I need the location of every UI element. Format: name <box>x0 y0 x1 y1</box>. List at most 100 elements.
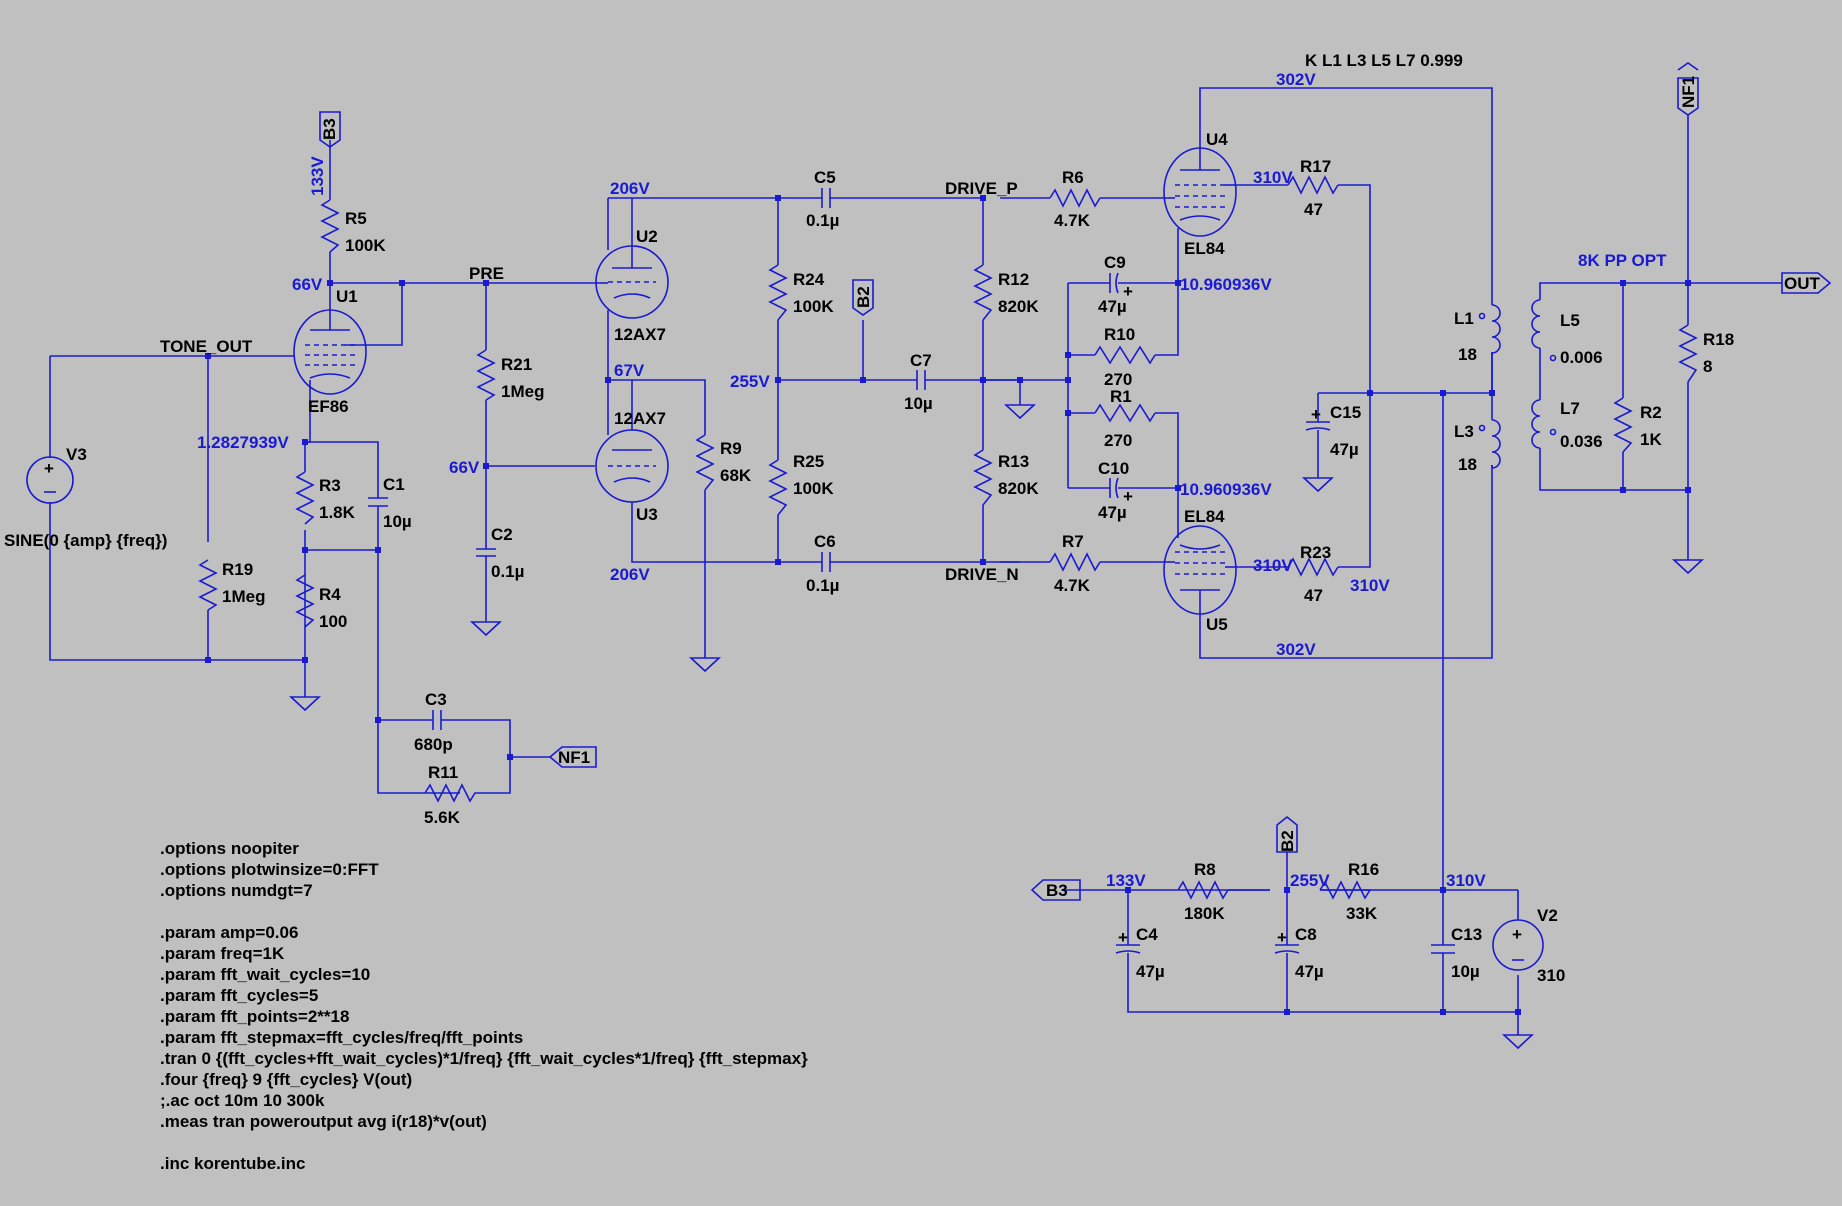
svg-text:R13: R13 <box>998 452 1029 471</box>
port-b3-top[interactable]: B3 <box>319 111 341 148</box>
svg-text:100K: 100K <box>793 479 834 498</box>
svg-text:C9: C9 <box>1104 253 1126 272</box>
svg-text:C8: C8 <box>1295 925 1317 944</box>
svg-text:47µ: 47µ <box>1295 962 1324 981</box>
svg-text:V2: V2 <box>1537 906 1558 925</box>
component-labels: R5 100K U1 EF86 R3 1.8K C1 10µ R4 100 R1… <box>4 130 1734 985</box>
port-b2-psu[interactable]: B2 <box>1276 815 1298 853</box>
ground-symbol <box>1003 404 1037 420</box>
ground-symbol <box>469 621 503 637</box>
resistor-R23 <box>1287 557 1339 577</box>
svg-text:B3: B3 <box>1046 881 1068 900</box>
svg-text:4.7K: 4.7K <box>1054 211 1091 230</box>
svg-text:+: + <box>44 459 54 478</box>
resistor-R1 <box>1094 403 1156 423</box>
svg-text:R5: R5 <box>345 209 367 228</box>
svg-text:8: 8 <box>1703 357 1712 376</box>
tube-U3 <box>595 380 669 506</box>
svg-text:C3: C3 <box>425 690 447 709</box>
resistor-R5 <box>320 199 340 253</box>
svg-text:R25: R25 <box>793 452 824 471</box>
spice-directives[interactable]: .options noopiter .options plotwinsize=0… <box>160 839 808 1173</box>
svg-text:C6: C6 <box>814 532 836 551</box>
ground-symbol <box>688 657 722 673</box>
svg-text:47µ: 47µ <box>1330 440 1359 459</box>
svg-text:67V: 67V <box>614 361 645 380</box>
resistor-R6 <box>1049 188 1101 208</box>
svg-text:10µ: 10µ <box>1451 962 1480 981</box>
svg-text:310V: 310V <box>1446 871 1486 890</box>
svg-text:0.036: 0.036 <box>1560 432 1603 451</box>
svg-text:R6: R6 <box>1062 168 1084 187</box>
port-nf1-feedback[interactable]: NF1 <box>548 746 597 768</box>
svg-text:10µ: 10µ <box>904 394 933 413</box>
svg-text:0.1µ: 0.1µ <box>806 576 839 595</box>
resistor-R12 <box>973 264 993 321</box>
inductor-L5 <box>1531 299 1541 349</box>
capacitor-C1 <box>368 497 388 507</box>
svg-text:180K: 180K <box>1184 904 1225 923</box>
resistor-R3 <box>295 471 315 525</box>
svg-text:C4: C4 <box>1136 925 1158 944</box>
svg-text:C7: C7 <box>910 351 932 370</box>
svg-text:270: 270 <box>1104 370 1132 389</box>
inductor-L7 <box>1531 399 1541 449</box>
svg-text:133V: 133V <box>308 156 327 196</box>
svg-text:R9: R9 <box>720 439 742 458</box>
svg-text:R18: R18 <box>1703 330 1734 349</box>
svg-text:C2: C2 <box>491 525 513 544</box>
svg-text:820K: 820K <box>998 297 1039 316</box>
svg-text:;.ac oct 10m 10 300k: ;.ac oct 10m 10 300k <box>160 1091 325 1110</box>
svg-text:10µ: 10µ <box>383 512 412 531</box>
svg-text:R16: R16 <box>1348 860 1379 879</box>
capacitor-C6 <box>821 552 831 572</box>
resistor-R13 <box>973 449 993 506</box>
svg-text:10.960936V: 10.960936V <box>1180 480 1272 499</box>
svg-text:EF86: EF86 <box>308 397 349 416</box>
svg-text:0.1µ: 0.1µ <box>806 211 839 230</box>
svg-text:47µ: 47µ <box>1098 503 1127 522</box>
svg-text:+: + <box>1123 282 1133 301</box>
svg-text:100K: 100K <box>793 297 834 316</box>
inductors <box>1478 299 1557 469</box>
svg-text:100K: 100K <box>345 236 386 255</box>
capacitor-C5 <box>821 188 831 208</box>
voltage-annotations: 133V 66V 1.2827939V 206V 67V 255V 66V 20… <box>197 70 1486 890</box>
grounds <box>288 404 1705 1050</box>
svg-text:1Meg: 1Meg <box>501 382 544 401</box>
resistor-R17 <box>1287 175 1339 195</box>
port-b2-mid[interactable]: B2 <box>852 279 874 316</box>
capacitor-C2 <box>476 548 496 557</box>
coupling-statement: K L1 L3 L5 L7 0.999 <box>1305 51 1463 70</box>
svg-text:206V: 206V <box>610 179 650 198</box>
svg-text:R12: R12 <box>998 270 1029 289</box>
svg-text:R8: R8 <box>1194 860 1216 879</box>
svg-text:R17: R17 <box>1300 157 1331 176</box>
voltage-source-V3: + <box>26 456 74 504</box>
port-nf1-top[interactable]: NF1 <box>1677 62 1699 116</box>
svg-text:1.2827939V: 1.2827939V <box>197 433 289 452</box>
port-b3-psu[interactable]: B3 <box>1030 879 1081 901</box>
svg-text:680p: 680p <box>414 735 453 754</box>
svg-text:U2: U2 <box>636 227 658 246</box>
svg-text:C13: C13 <box>1451 925 1482 944</box>
svg-text:68K: 68K <box>720 466 752 485</box>
capacitor-C3 <box>432 710 442 730</box>
svg-text:EL84: EL84 <box>1184 239 1225 258</box>
svg-text:R24: R24 <box>793 270 825 289</box>
svg-text:U4: U4 <box>1206 130 1228 149</box>
capacitor-C13 <box>1431 944 1455 954</box>
resistor-R10 <box>1094 345 1156 365</box>
ground-symbol <box>1501 1034 1535 1050</box>
svg-text:+: + <box>1277 928 1287 947</box>
svg-text:270: 270 <box>1104 431 1132 450</box>
svg-text:.param fft_points=2**18: .param fft_points=2**18 <box>160 1007 349 1026</box>
port-out[interactable]: OUT <box>1781 272 1832 294</box>
voltage-source-V2: + <box>1492 919 1544 971</box>
sources: + + <box>26 456 1544 971</box>
svg-text:18: 18 <box>1458 345 1477 364</box>
svg-text:OUT: OUT <box>1784 274 1821 293</box>
svg-text:.four {freq} 9 {fft_cycles} V(: .four {freq} 9 {fft_cycles} V(out) <box>160 1070 412 1089</box>
svg-text:R7: R7 <box>1062 532 1084 551</box>
